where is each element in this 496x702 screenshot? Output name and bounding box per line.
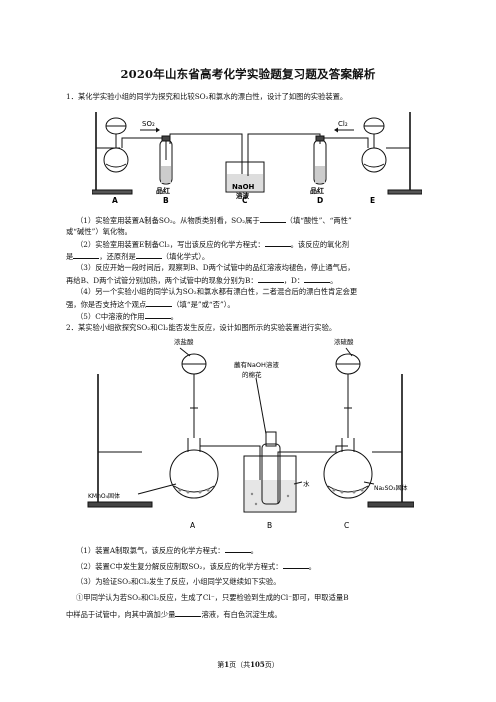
q2-part3-sub1-line1: ①甲同学认为若SO₂和Cl₂反应，生成了Cl⁻，只要检验到生成的Cl⁻即可，甲取… — [76, 593, 349, 602]
q2-letter-b: B — [267, 521, 272, 530]
q1-letter-e: E — [370, 196, 375, 204]
q1-apparatus-figure: SO₂ Cl₂ 品红 NaOH 溶液 品红 A B C D E — [92, 112, 422, 204]
q2-part3: （3）为验证SO₂和Cl₂发生了反应，小组同学又继续如下实验。 — [76, 577, 281, 586]
q1-letter-a: A — [112, 196, 118, 204]
q2-label-na2so3: Na₂SO₃固体 — [374, 484, 408, 492]
q1-part3-line1: （3）反应开始一段时间后，观察到B、D两个试管中的品红溶液均褪色，停止通气后， — [76, 263, 355, 272]
q1-gas-cl2-label: Cl₂ — [338, 120, 348, 128]
q1-label-pinhong-b: 品红 — [156, 186, 170, 195]
q2-stem: 2．某实验小组欲探究SO₂和Cl₂能否发生反应，设计如图所示的实验装置进行实验。 — [66, 323, 337, 332]
q1-part2-line1: （2）实验室用装置E制备Cl₂，写出该反应的化学方程式：。该反应的氧化剂 — [76, 240, 350, 249]
q2-label-naoh-cotton-1: 蘸有NaOH溶液 — [234, 360, 279, 369]
q1-part3-line2: 再给B、D两个试管分别加热，两个试管中的现象分别为B：，D：。 — [66, 276, 338, 285]
page-title: 2020年山东省高考化学实验题复习题及答案解析 — [120, 67, 376, 81]
q2-label-water: 水 — [303, 479, 310, 488]
q1-label-naoh-solution: 溶液 — [236, 191, 250, 200]
q1-part4-line2: 强，你是否支持这个观点（填“是”或“否”）。 — [66, 300, 235, 309]
q1-letter-d: D — [317, 196, 323, 204]
footer-page-number: 1 — [224, 660, 230, 669]
q2-label-conc-sulfuric: 浓硫酸 — [334, 337, 354, 346]
q2-part2: （2）装置C中发生复分解反应制取SO₂，该反应的化学方程式：。 — [76, 562, 316, 571]
q1-label-pinhong-d: 品红 — [310, 186, 324, 195]
q1-part1-line2: 或“碱性”）氧化物。 — [66, 227, 132, 236]
q1-letter-b: B — [163, 196, 169, 204]
q1-stem: 1．某化学实验小组的同学为探究和比较SO₂和氯水的漂白性，设计了如图的实验装置。 — [66, 92, 348, 101]
q2-letter-a: A — [190, 521, 196, 530]
q2-letter-c: C — [344, 521, 349, 530]
q1-label-naoh: NaOH — [232, 183, 255, 191]
page-footer: 第1页（共105页） — [217, 660, 279, 669]
q2-label-naoh-cotton-2: 的棉花 — [242, 370, 262, 379]
q1-part4-line1: （4）另一个实验小组的同学认为SO₂和氯水都有漂白性，二者混合后的漂白性肯定会更 — [76, 287, 358, 296]
q1-gas-so2-label: SO₂ — [142, 120, 155, 128]
q2-apparatus-figure: 浓盐酸 蘸有NaOH溶液 的棉花 浓硫酸 KMnO₄固体 水 Na₂SO₃固体 … — [87, 337, 414, 530]
q2-label-kmno4: KMnO₄固体 — [88, 492, 120, 500]
q2-label-conc-hcl: 浓盐酸 — [174, 337, 194, 346]
q1-part5: （5）C中溶液的作用。 — [76, 312, 178, 321]
q1-letter-c: C — [242, 196, 248, 204]
q1-part1-line1: （1）实验室用装置A制备SO₂。从物质类别看，SO₂属于（填“酸性”、“两性” — [76, 216, 352, 225]
footer-total-pages: 105 — [250, 660, 265, 669]
q2-part3-sub1-line2: 中样品于试管中，向其中滴加少量溶液，有白色沉淀生成。 — [66, 610, 282, 619]
q2-part1: （1）装置A制取氯气，该反应的化学方程式：。 — [76, 546, 258, 555]
q1-part2-line2: 是，还原剂是（填化学式）。 — [66, 252, 210, 261]
